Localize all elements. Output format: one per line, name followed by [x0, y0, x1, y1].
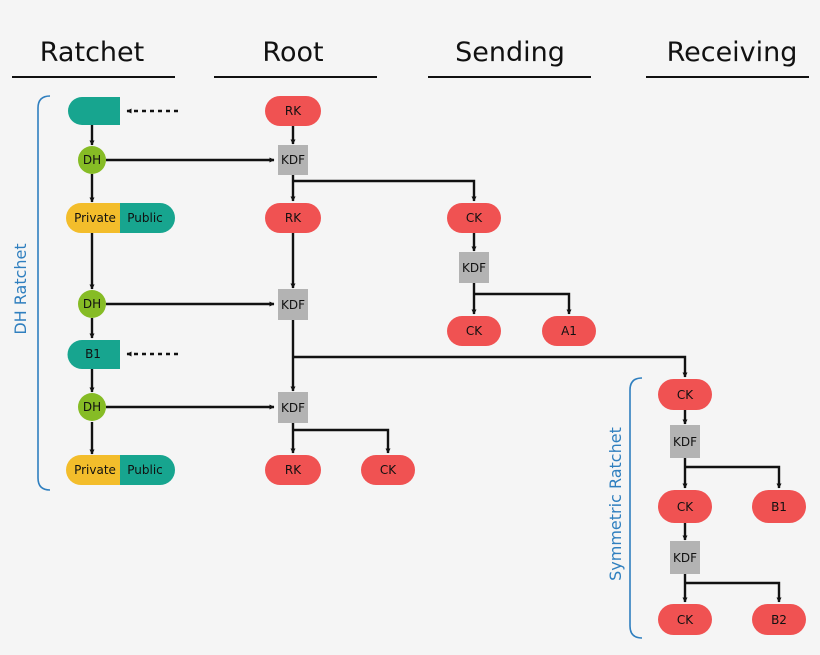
header-ratchet: Ratchet — [40, 37, 144, 68]
svg-text:Public: Public — [127, 463, 163, 477]
dh-ratchet-label: DH Ratchet — [11, 243, 30, 334]
chain-key-node: CK — [447, 203, 501, 233]
dh-node: DH — [78, 290, 106, 318]
root-connectors — [290, 126, 688, 454]
private-public-keypair: Private Public — [66, 455, 175, 485]
public-key-half — [120, 455, 175, 485]
symmetric-ratchet-brace — [629, 377, 643, 639]
kdf-node: KDF — [278, 145, 308, 175]
arrow-recv-kdf2-to-b2 — [685, 581, 782, 603]
header-root: Root — [262, 37, 323, 68]
svg-text:KDF: KDF — [281, 401, 305, 415]
svg-text:KDF: KDF — [281, 153, 305, 167]
root-key-node: RK — [265, 96, 321, 126]
chain-key-node: CK — [361, 455, 415, 485]
svg-text:Public: Public — [127, 211, 163, 225]
arrow-kdf3-to-ck — [293, 428, 391, 454]
svg-text:KDF: KDF — [673, 551, 697, 565]
private-public-keypair: Private Public — [66, 203, 175, 233]
sending-connectors — [471, 233, 572, 315]
svg-text:Private: Private — [74, 463, 116, 477]
public-key-half — [120, 203, 175, 233]
svg-text:KDF: KDF — [281, 298, 305, 312]
svg-text:B1: B1 — [85, 347, 101, 361]
kdf-node: KDF — [670, 541, 700, 574]
svg-text:RK: RK — [285, 463, 302, 477]
arrow-recv-kdf1-to-b1 — [685, 465, 782, 489]
svg-text:KDF: KDF — [462, 261, 486, 275]
svg-text:KDF: KDF — [673, 435, 697, 449]
svg-text:RK: RK — [285, 211, 302, 225]
svg-text:CK: CK — [466, 324, 483, 338]
ratchet-key-b1-node: B1 — [67, 340, 120, 369]
header-sending: Sending — [455, 37, 565, 68]
message-key-node: B2 — [752, 604, 806, 635]
receiving-connectors — [682, 410, 782, 603]
private-key-half — [66, 203, 120, 233]
dh-node: DH — [78, 393, 106, 421]
svg-text:CK: CK — [677, 500, 694, 514]
chain-key-node: CK — [658, 490, 712, 523]
svg-text:B1: B1 — [771, 500, 787, 514]
svg-text:CK: CK — [677, 613, 694, 627]
chain-key-node: CK — [658, 604, 712, 635]
root-key-node: RK — [265, 203, 321, 233]
chain-key-node: CK — [447, 316, 501, 346]
dh-node: DH — [78, 146, 106, 174]
private-key-half — [66, 455, 120, 485]
dh-ratchet-brace — [37, 95, 51, 491]
symmetric-ratchet-label: Symmetric Ratchet — [606, 427, 625, 581]
svg-text:CK: CK — [380, 463, 397, 477]
header-receiving: Receiving — [667, 37, 798, 68]
svg-text:DH: DH — [83, 297, 101, 311]
svg-text:A1: A1 — [561, 324, 577, 338]
arrow-kdf2-to-receiving-ck — [293, 355, 688, 378]
svg-text:DH: DH — [83, 400, 101, 414]
svg-text:CK: CK — [677, 388, 694, 402]
svg-text:RK: RK — [285, 104, 302, 118]
kdf-node: KDF — [459, 252, 489, 283]
chain-key-node: CK — [658, 379, 712, 410]
message-key-node: B1 — [752, 490, 806, 523]
kdf-node: KDF — [278, 289, 308, 320]
arrow-send-kdf-to-a1 — [474, 292, 572, 315]
svg-text:CK: CK — [466, 211, 483, 225]
kdf-node: KDF — [278, 392, 308, 423]
ratchet-key-node — [68, 97, 120, 125]
svg-text:B2: B2 — [771, 613, 787, 627]
ratchet-connectors — [89, 108, 275, 455]
svg-text:Private: Private — [74, 211, 116, 225]
svg-text:DH: DH — [83, 153, 101, 167]
kdf-node: KDF — [670, 425, 700, 458]
message-key-node: A1 — [542, 316, 596, 346]
arrow-kdf1-to-sending-ck — [293, 179, 477, 202]
root-key-node: RK — [265, 455, 321, 485]
